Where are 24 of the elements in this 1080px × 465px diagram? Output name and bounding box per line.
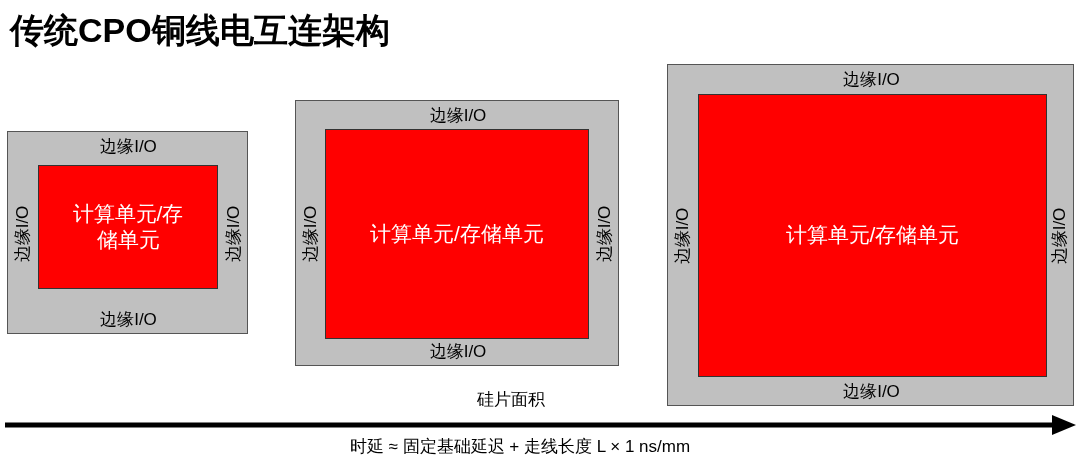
compute-block (38, 165, 218, 289)
compute-block (325, 129, 589, 339)
edge-io-label: 边缘I/O (843, 68, 900, 91)
block-label: 计算单元/存储单元 (71, 200, 185, 253)
formula-caption: 时延 ≈ 固定基础延迟 + 走线长度 L × 1 ns/mm (349, 435, 691, 458)
axis-label: 硅片面积 (477, 388, 545, 411)
chip-package (667, 64, 1074, 406)
edge-io-label: 边缘I/O (299, 205, 321, 263)
edge-io-label: 边缘I/O (843, 380, 900, 403)
edge-io-label: 边缘I/O (100, 308, 157, 331)
chip-package (7, 131, 248, 334)
edge-io-label: 边缘I/O (1048, 207, 1070, 265)
edge-io-label: 边缘I/O (100, 135, 157, 158)
compute-block (698, 94, 1047, 377)
edge-io-label: 边缘I/O (222, 205, 244, 262)
block-label: 计算单元/存储单元 (785, 222, 960, 249)
chip-package (295, 100, 619, 366)
edge-io-label: 边缘I/O (593, 205, 615, 263)
edge-io-label: 边缘I/O (671, 207, 693, 265)
edge-io-label: 边缘I/O (429, 104, 487, 127)
block-label: 计算单元/存储单元 (370, 220, 544, 247)
edge-io-label: 边缘I/O (11, 205, 33, 262)
edge-io-label: 边缘I/O (429, 340, 487, 363)
title: 传统CPO铜线电互连架构 (10, 10, 390, 51)
